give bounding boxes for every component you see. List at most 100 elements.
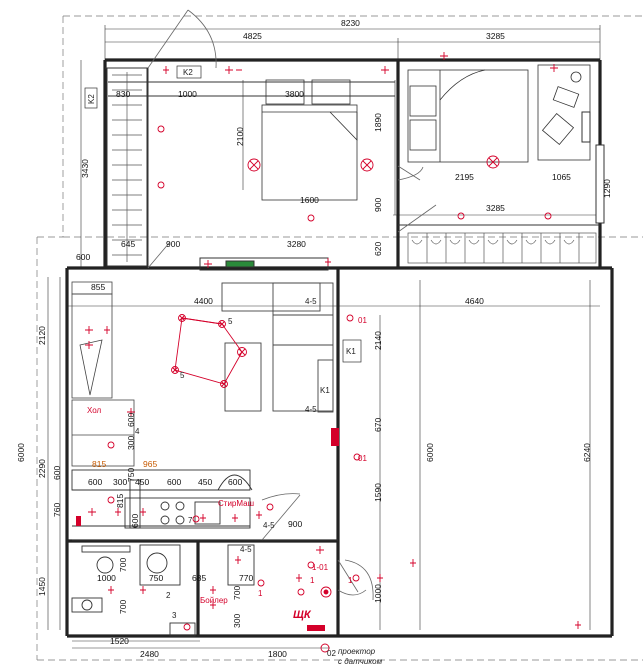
dim-2290: 2290 (37, 459, 47, 478)
label-k2-side: K2 (87, 94, 96, 104)
mark-5b: 5 (180, 371, 185, 380)
mark-5a: 5 (228, 317, 233, 326)
dim-k900: 900 (288, 519, 302, 529)
circuit-marks: 01 01 1-01 4-5 4-5 4-5 4-5 5 5 2 3 4 1 1… (135, 297, 367, 658)
dim-1600: 1600 (300, 195, 319, 205)
light-fixture (178, 314, 186, 322)
hall-furniture (71, 281, 135, 467)
red-markers (76, 428, 339, 631)
light-fixture (157, 181, 165, 189)
dim-b750: 750 (149, 573, 163, 583)
dim-2140: 2140 (373, 331, 383, 350)
dim-600a: 600 (76, 252, 90, 262)
dim-top-total: 8230 (341, 18, 360, 28)
dim-965: 965 (143, 459, 157, 469)
label-k1-box: K1 (346, 347, 356, 356)
doors (147, 9, 437, 601)
dim-k450a: 450 (135, 477, 149, 487)
dim-1890: 1890 (373, 113, 383, 132)
dim-6240: 6240 (582, 443, 592, 462)
bed-right (407, 69, 529, 163)
dim-b685: 685 (192, 573, 206, 583)
dim-600v: 600 (52, 466, 62, 480)
mark-45a: 4-5 (305, 297, 317, 306)
dim-900v: 900 (373, 198, 383, 212)
light-fixture (360, 158, 374, 172)
dim-2120: 2120 (37, 326, 47, 345)
dim-k600a: 600 (88, 477, 102, 487)
bed-main (261, 79, 358, 201)
dim-815: 815 (92, 459, 106, 469)
light-fixture (457, 212, 465, 220)
mark-01a: 01 (358, 316, 367, 325)
dim-b2480: 2480 (140, 649, 159, 659)
light-fixture (307, 214, 315, 222)
dim-300r: 300 (126, 436, 136, 450)
dim-b700c: 700 (232, 586, 242, 600)
dim-600kv: 600 (130, 514, 140, 528)
dim-b1520: 1520 (110, 636, 129, 646)
light-fixture (157, 125, 165, 133)
dim-b300: 300 (232, 614, 242, 628)
light-fixture (297, 588, 305, 596)
dim-670: 670 (373, 418, 383, 432)
light-fixture (171, 366, 179, 374)
mark-3: 3 (172, 611, 177, 620)
vertical-dimension-texts: 3430 2100 1890 900 620 1290 2120 2140 67… (16, 113, 612, 628)
dim-b1000: 1000 (97, 573, 116, 583)
dim-k600c: 600 (228, 477, 242, 487)
label-stirmash: СтирМаш (218, 499, 254, 508)
mark-45c: 4-5 (263, 521, 275, 530)
dim-3430: 3430 (80, 159, 90, 178)
dim-760: 760 (52, 503, 62, 517)
dim-1450: 1450 (37, 577, 47, 596)
dim-3285b: 3285 (486, 203, 505, 213)
dim-b1000r: 1000 (373, 584, 383, 603)
light-fixture (247, 158, 261, 172)
dim-b700a: 700 (118, 558, 128, 572)
label-k1-small: K1 (320, 386, 330, 395)
fixtures (107, 125, 552, 653)
dim-b700b: 700 (118, 600, 128, 614)
light-fixture (320, 643, 330, 653)
mark-1a: 1 (310, 576, 315, 585)
light-fixture (307, 561, 315, 569)
dim-645: 645 (121, 239, 135, 249)
bathroom (71, 544, 255, 637)
light-fixture (218, 320, 226, 328)
light-fixture (237, 347, 247, 357)
dim-2195: 2195 (455, 172, 474, 182)
mark-02: 02 (327, 649, 336, 658)
dim-600r: 600 (126, 413, 136, 427)
lighting-plan (174, 317, 243, 385)
mark-1-01: 1-01 (312, 563, 329, 572)
light-fixture (544, 212, 552, 220)
dim-3280: 3280 (287, 239, 306, 249)
label-k2-box: K2 (183, 68, 193, 77)
dim-b770: 770 (239, 573, 253, 583)
label-projector-1: проектор (338, 647, 376, 656)
thin-walls (72, 67, 600, 541)
window-right (581, 111, 605, 224)
dim-top-left: 4825 (243, 31, 262, 41)
mark-4: 4 (135, 427, 140, 436)
dim-4400: 4400 (194, 296, 213, 306)
wardrobe-right (407, 232, 597, 264)
dim-k300: 300 (113, 477, 127, 487)
light-fixture (257, 579, 265, 587)
dim-k450b: 450 (198, 477, 212, 487)
dim-4640: 4640 (465, 296, 484, 306)
wardrobe-left (112, 72, 142, 262)
mark-2: 2 (166, 591, 171, 600)
mark-7: 7 (188, 516, 193, 525)
dim-6000-mid: 6000 (425, 443, 435, 462)
light-fixture (486, 155, 500, 169)
label-hall: Хол (87, 406, 102, 415)
mark-45d: 4-5 (240, 545, 252, 554)
mark-45b: 4-5 (305, 405, 317, 414)
dim-900a: 900 (166, 239, 180, 249)
mark-1c: 1 (258, 589, 263, 598)
light-fixture (346, 314, 354, 322)
dim-815v: 815 (115, 494, 125, 508)
